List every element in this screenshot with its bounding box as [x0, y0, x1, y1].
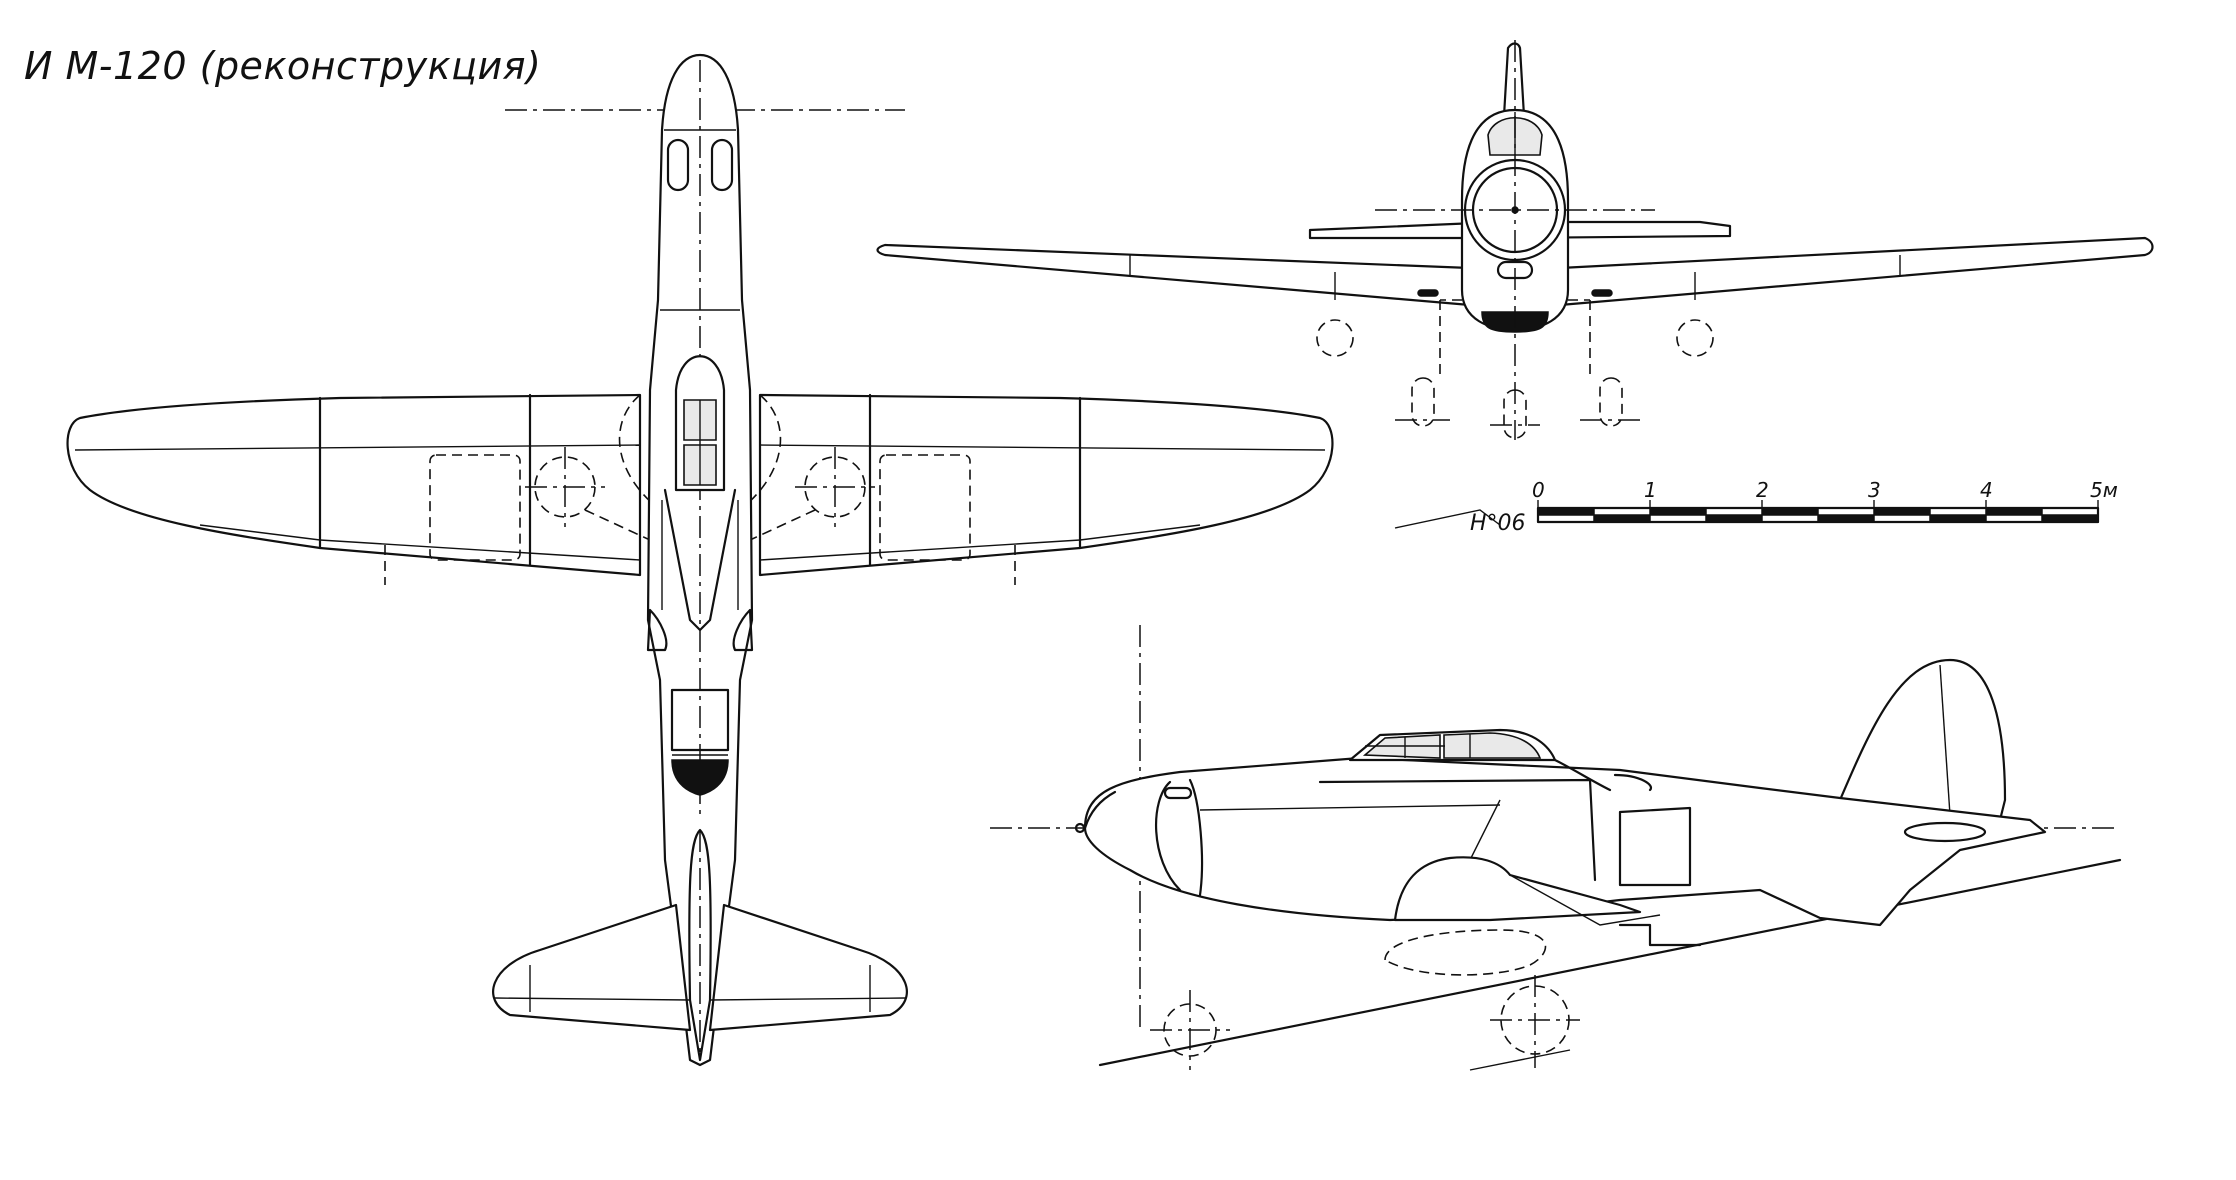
scale-tick-1: 1 — [1644, 478, 1657, 502]
author-signature: Н°06 — [1470, 511, 1526, 536]
top-view — [66, 53, 1334, 1067]
side-view-fuselage — [1083, 756, 2047, 927]
top-view-wing-right — [758, 393, 1334, 577]
side-view-fin — [1838, 658, 2007, 822]
drawing-title: И М-120 (реконструкция) — [24, 44, 542, 88]
side-view — [990, 625, 2122, 1071]
front-view — [876, 40, 2154, 440]
scale-tick-4: 4 — [1980, 478, 1993, 502]
scale-bar: 0 1 2 3 4 5м Н°06 — [1394, 478, 2118, 536]
scale-tick-0: 0 — [1532, 478, 1545, 502]
top-view-tailplane — [492, 903, 692, 1032]
side-view-wing — [1393, 856, 1642, 922]
scale-tick-3: 3 — [1868, 478, 1881, 502]
scale-tick-5: 5м — [2090, 478, 2118, 502]
top-view-wing — [66, 393, 642, 577]
scale-tick-2: 2 — [1756, 478, 1769, 502]
